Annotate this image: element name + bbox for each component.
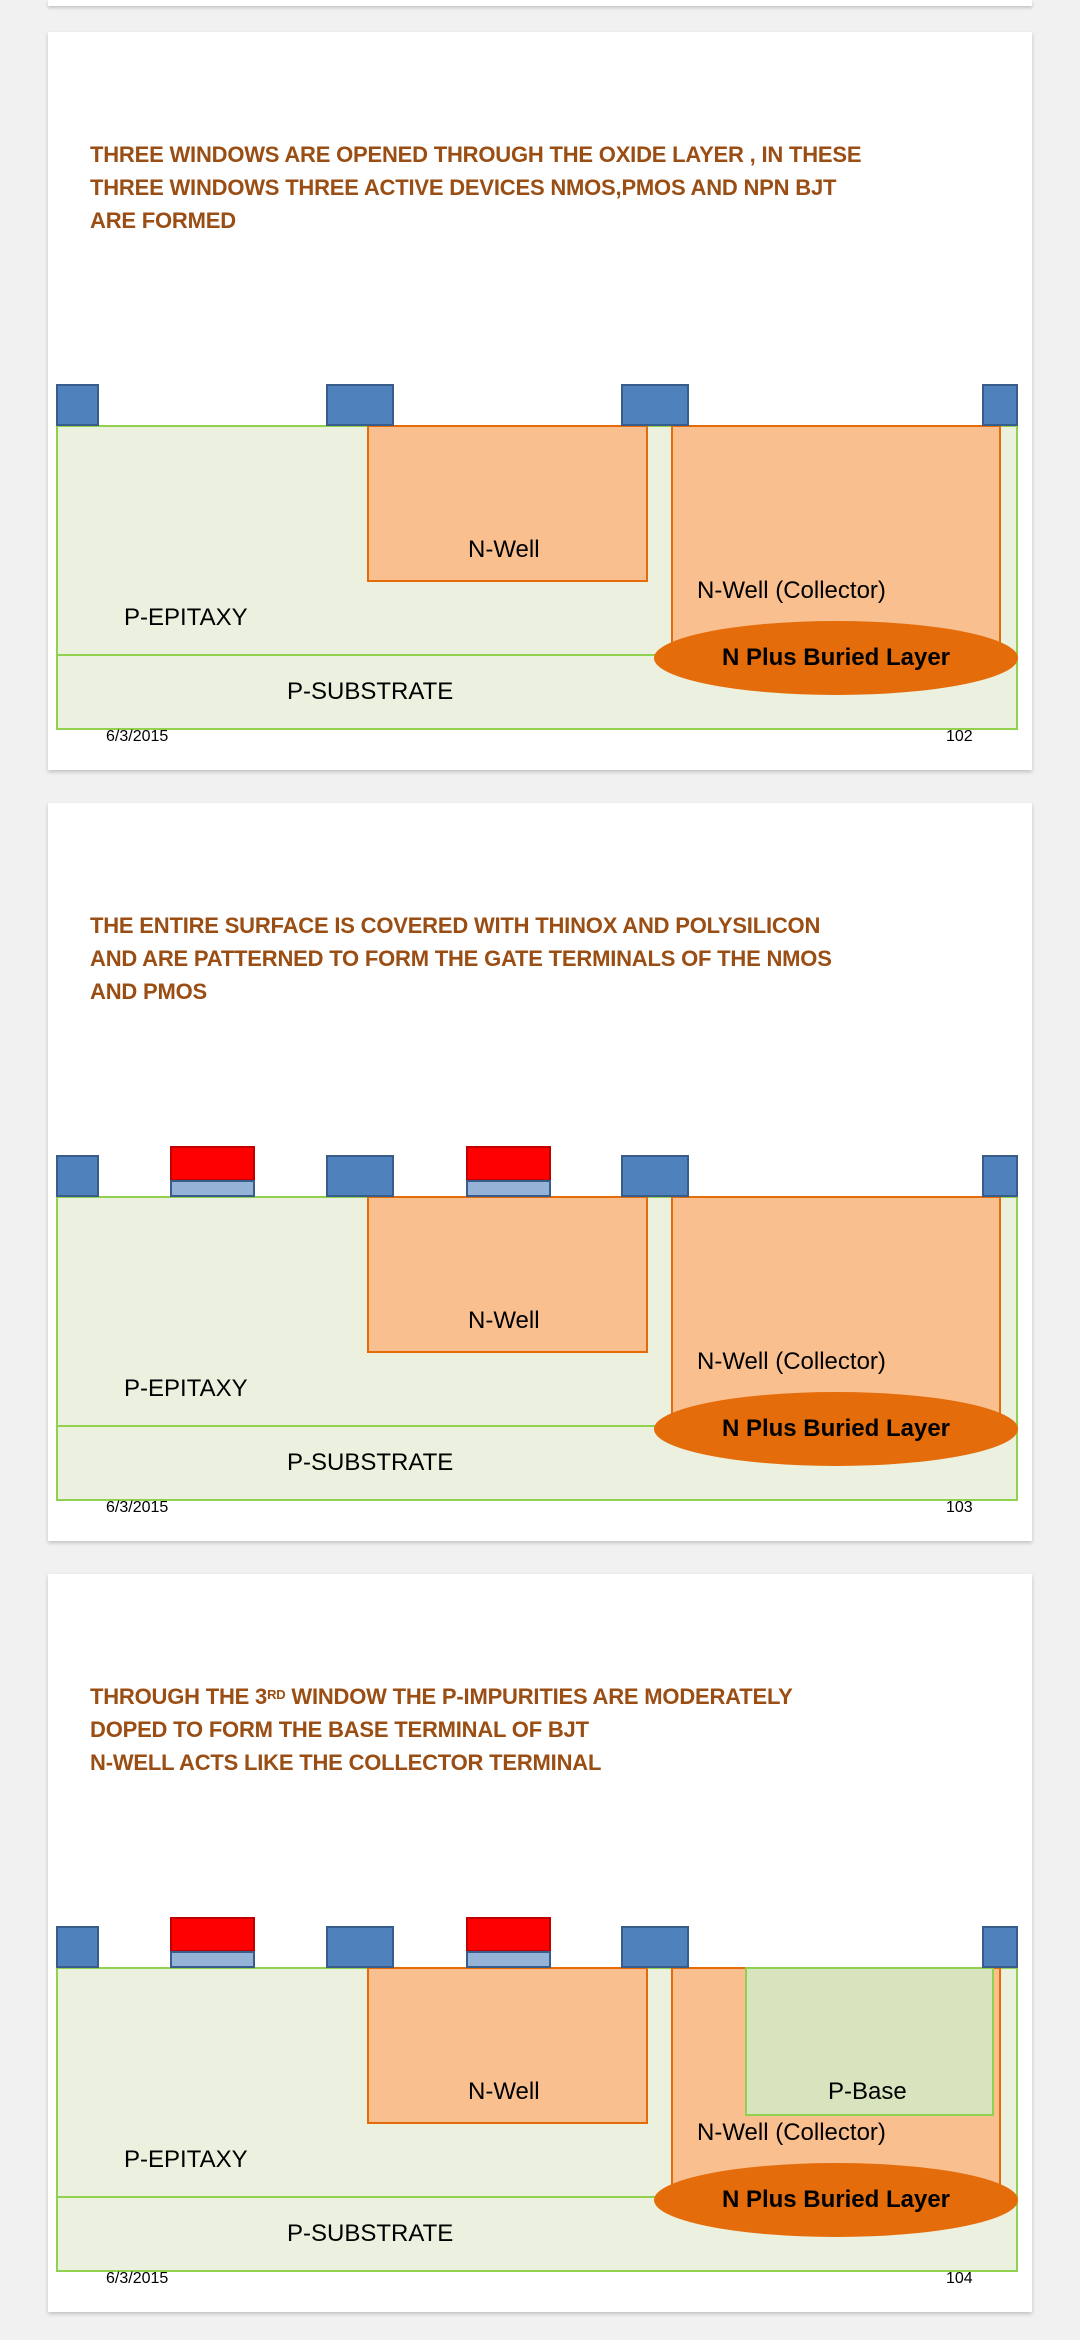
slide-number: 104 bbox=[946, 2270, 973, 2287]
n-plus-buried-layer: N Plus Buried Layer bbox=[654, 621, 1018, 695]
nmos-polysilicon-gate bbox=[170, 1146, 255, 1181]
oxide-block bbox=[326, 384, 394, 426]
nmos-thinox bbox=[170, 1951, 255, 1968]
oxide-block bbox=[56, 384, 99, 426]
oxide-block bbox=[326, 1926, 394, 1968]
title-text: THROUGH THE 3 bbox=[90, 1684, 268, 1709]
oxide-block bbox=[326, 1155, 394, 1197]
nwell-label: N-Well bbox=[468, 536, 540, 563]
title-line: N-WELL ACTS LIKE THE COLLECTOR TERMINAL bbox=[90, 1750, 602, 1775]
p-substrate-label: P-SUBSTRATE bbox=[287, 1449, 454, 1476]
title-superscript: RD bbox=[267, 1687, 286, 1702]
nwell-collector-region bbox=[671, 425, 1001, 657]
slide-title: THREE WINDOWS ARE OPENED THROUGH THE OXI… bbox=[90, 138, 950, 237]
slide-date: 6/3/2015 bbox=[106, 1499, 169, 1516]
oxide-block bbox=[982, 384, 1018, 426]
title-line: THE ENTIRE SURFACE IS COVERED WITH THINO… bbox=[90, 913, 821, 938]
n-plus-buried-layer: N Plus Buried Layer bbox=[654, 1392, 1018, 1466]
nwell-collector-region bbox=[671, 1196, 1001, 1428]
title-line: AND ARE PATTERNED TO FORM THE GATE TERMI… bbox=[90, 946, 832, 971]
nmos-polysilicon-gate bbox=[170, 1917, 255, 1952]
nmos-thinox bbox=[170, 1180, 255, 1197]
slide-number: 103 bbox=[946, 1499, 973, 1516]
p-base-region bbox=[745, 1967, 994, 2116]
p-substrate-label: P-SUBSTRATE bbox=[287, 2220, 454, 2247]
nwell-region bbox=[367, 1967, 648, 2124]
slide-date: 6/3/2015 bbox=[106, 2270, 169, 2287]
oxide-block bbox=[982, 1155, 1018, 1197]
pmos-polysilicon-gate bbox=[466, 1917, 551, 1952]
title-line: THREE WINDOWS THREE ACTIVE DEVICES NMOS,… bbox=[90, 175, 837, 200]
oxide-block bbox=[621, 1155, 689, 1197]
title-line: THREE WINDOWS ARE OPENED THROUGH THE OXI… bbox=[90, 142, 862, 167]
slide-103: THE ENTIRE SURFACE IS COVERED WITH THINO… bbox=[48, 803, 1032, 1541]
n-plus-buried-label: N Plus Buried Layer bbox=[721, 644, 951, 671]
nwell-region bbox=[367, 425, 648, 582]
pmos-thinox bbox=[466, 1180, 551, 1197]
p-epitaxy-label: P-EPITAXY bbox=[124, 604, 248, 631]
n-plus-buried-label: N Plus Buried Layer bbox=[721, 1415, 951, 1442]
title-line: DOPED TO FORM THE BASE TERMINAL OF BJT bbox=[90, 1717, 589, 1742]
nwell-region bbox=[367, 1196, 648, 1353]
nwell-collector-label: N-Well (Collector) bbox=[697, 2119, 886, 2146]
nwell-label: N-Well bbox=[468, 2078, 540, 2105]
p-base-label: P-Base bbox=[828, 2078, 907, 2105]
slide-title: THROUGH THE 3RD WINDOW THE P-IMPURITIES … bbox=[90, 1680, 950, 1779]
p-substrate-label: P-SUBSTRATE bbox=[287, 678, 454, 705]
pmos-polysilicon-gate bbox=[466, 1146, 551, 1181]
p-epitaxy-label: P-EPITAXY bbox=[124, 2146, 248, 2173]
slide-number: 102 bbox=[946, 728, 973, 745]
nwell-label: N-Well bbox=[468, 1307, 540, 1334]
oxide-block bbox=[621, 1926, 689, 1968]
title-line: AND PMOS bbox=[90, 979, 207, 1004]
title-line: THROUGH THE 3RD WINDOW THE P-IMPURITIES … bbox=[90, 1680, 950, 1713]
pmos-thinox bbox=[466, 1951, 551, 1968]
oxide-block bbox=[621, 384, 689, 426]
n-plus-buried-layer: N Plus Buried Layer bbox=[654, 2163, 1018, 2237]
nwell-collector-label: N-Well (Collector) bbox=[697, 577, 886, 604]
n-plus-buried-label: N Plus Buried Layer bbox=[721, 2186, 951, 2213]
title-text: WINDOW THE P-IMPURITIES ARE MODERATELY bbox=[285, 1684, 793, 1709]
previous-slide-edge bbox=[48, 0, 1032, 6]
oxide-block bbox=[56, 1926, 99, 1968]
slide-date: 6/3/2015 bbox=[106, 728, 169, 745]
slide-104: THROUGH THE 3RD WINDOW THE P-IMPURITIES … bbox=[48, 1574, 1032, 2312]
oxide-block bbox=[982, 1926, 1018, 1968]
nwell-collector-label: N-Well (Collector) bbox=[697, 1348, 886, 1375]
slide-title: THE ENTIRE SURFACE IS COVERED WITH THINO… bbox=[90, 909, 950, 1008]
slide-102: THREE WINDOWS ARE OPENED THROUGH THE OXI… bbox=[48, 32, 1032, 770]
p-epitaxy-label: P-EPITAXY bbox=[124, 1375, 248, 1402]
title-line: ARE FORMED bbox=[90, 208, 236, 233]
oxide-block bbox=[56, 1155, 99, 1197]
